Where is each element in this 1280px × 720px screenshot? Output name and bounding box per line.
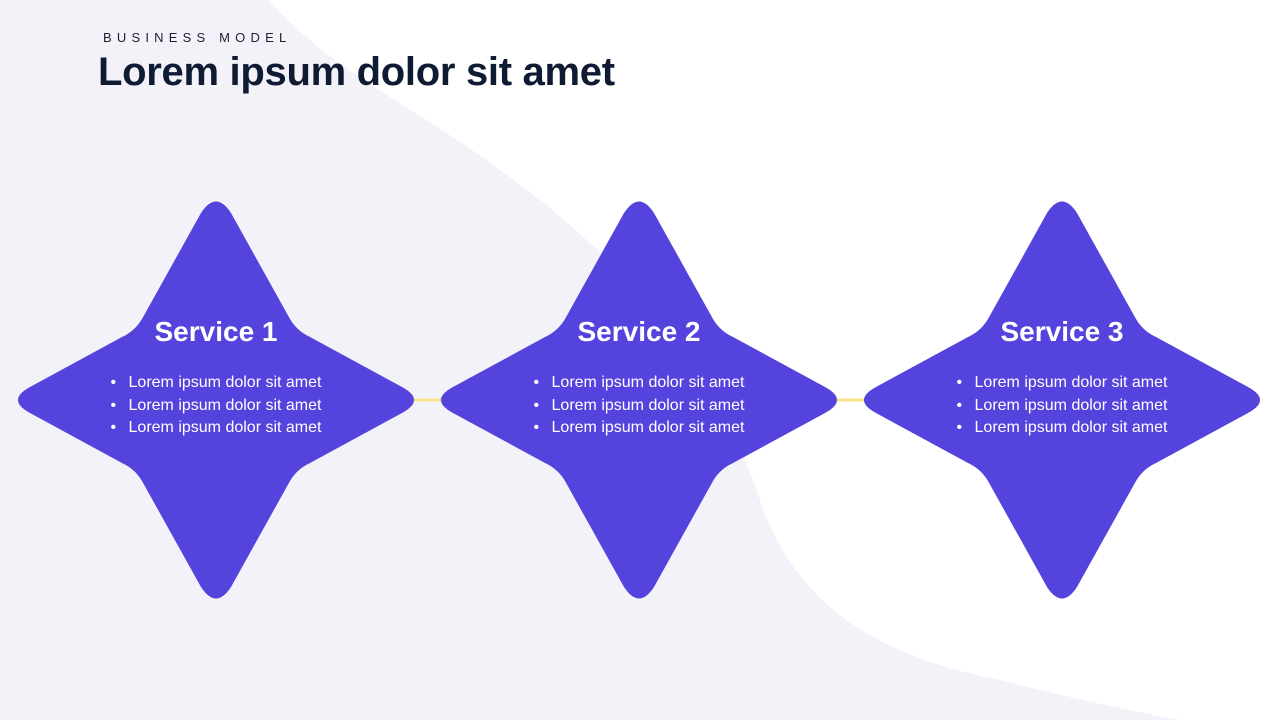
bullet-item: Lorem ipsum dolor sit amet — [957, 395, 1168, 418]
eyebrow-label: BUSINESS MODEL — [103, 30, 292, 45]
bullet-item: Lorem ipsum dolor sit amet — [111, 395, 322, 418]
service-card-1: Service 1 Lorem ipsum dolor sit amet Lor… — [16, 316, 416, 440]
service-bullets: Lorem ipsum dolor sit amet Lorem ipsum d… — [111, 372, 322, 440]
bullet-item: Lorem ipsum dolor sit amet — [111, 417, 322, 440]
bullet-item: Lorem ipsum dolor sit amet — [534, 417, 745, 440]
service-bullets: Lorem ipsum dolor sit amet Lorem ipsum d… — [534, 372, 745, 440]
page-title: Lorem ipsum dolor sit amet — [98, 50, 615, 94]
service-title: Service 3 — [1000, 316, 1124, 347]
bullet-item: Lorem ipsum dolor sit amet — [111, 372, 322, 395]
service-title: Service 2 — [577, 316, 701, 347]
bullet-item: Lorem ipsum dolor sit amet — [957, 372, 1168, 395]
service-bullets: Lorem ipsum dolor sit amet Lorem ipsum d… — [957, 372, 1168, 440]
bullet-item: Lorem ipsum dolor sit amet — [534, 395, 745, 418]
bullet-item: Lorem ipsum dolor sit amet — [957, 417, 1168, 440]
service-card-2: Service 2 Lorem ipsum dolor sit amet Lor… — [439, 316, 839, 440]
service-card-3: Service 3 Lorem ipsum dolor sit amet Lor… — [862, 316, 1262, 440]
bullet-item: Lorem ipsum dolor sit amet — [534, 372, 745, 395]
service-title: Service 1 — [154, 316, 278, 347]
